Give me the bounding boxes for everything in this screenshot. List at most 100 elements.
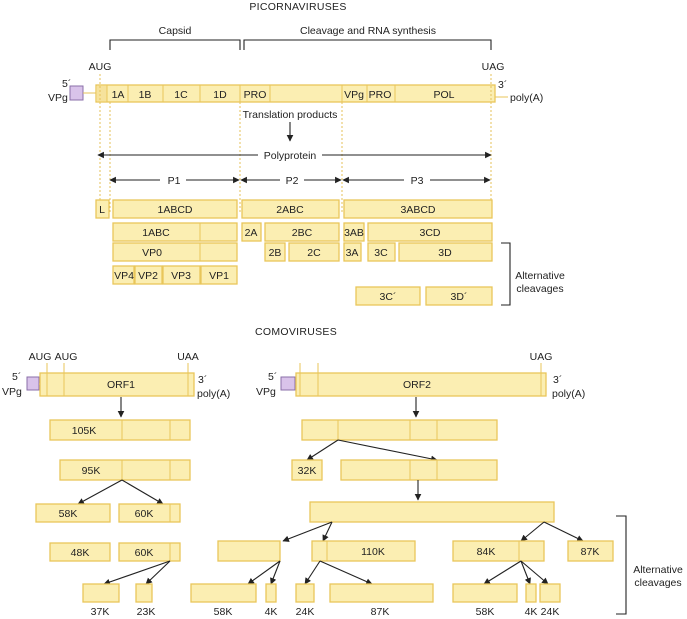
box-105k (49, 419, 191, 441)
label-24k-r1: 24K (296, 606, 315, 618)
label-3d-prime: 3D´ (451, 291, 468, 303)
label-1abc: 1ABC (142, 227, 170, 239)
label-48k: 48K (71, 547, 90, 559)
picorna-alt-line2: cleavages (516, 283, 563, 295)
box-58k-r1 (190, 583, 257, 603)
box-2a (241, 222, 262, 242)
box-3abcd (343, 199, 493, 219)
label-2abc: 2ABC (276, 204, 304, 216)
orf2-large-box (309, 501, 555, 523)
box-3ab (343, 222, 365, 242)
cleavage-bracket (243, 39, 492, 50)
genome-pro-3: PRO (369, 89, 392, 101)
label-3c-prime: 3C´ (380, 291, 397, 303)
picorna-5utr-shade (96, 86, 107, 101)
label-32k: 32K (298, 465, 317, 477)
comovirus-title: COMOVIRUSES (255, 326, 337, 338)
box-23k (135, 583, 153, 603)
box-vp0 (112, 242, 238, 262)
label-95k: 95K (82, 465, 101, 477)
box-vp4 (112, 265, 135, 285)
genome-1d: 1D (213, 89, 227, 101)
picorna-vpg: VPg (48, 92, 68, 104)
p1-label: P1 (168, 175, 181, 187)
polyprotein-label: Polyprotein (264, 150, 317, 162)
orf1-vpg-square (26, 376, 40, 391)
orf2-polya: poly(A) (552, 388, 585, 400)
picorna-uag-label: UAG (482, 61, 505, 73)
orf1-vpg: VPg (2, 386, 22, 398)
orf1-aug2: AUG (55, 351, 78, 363)
orf2-remainder-box (340, 459, 498, 481)
box-95k (59, 459, 191, 481)
box-2c (288, 242, 340, 262)
orf2-uag: UAG (530, 351, 553, 363)
label-2a: 2A (245, 227, 258, 239)
box-l (95, 199, 110, 219)
label-3d: 3D (438, 247, 452, 259)
box-1abcd (112, 199, 238, 219)
picorna-polya: poly(A) (510, 92, 543, 104)
label-l: L (99, 204, 105, 216)
label-60k-b: 60K (135, 547, 154, 559)
box-60k-a (118, 503, 181, 523)
box-3a (343, 242, 362, 262)
box-2bc (264, 222, 340, 242)
orf2-vpg-square (280, 376, 296, 391)
picorna-aug-label: AUG (89, 61, 112, 73)
orf1-aug1: AUG (29, 351, 52, 363)
label-58k-r1: 58K (214, 606, 233, 618)
box-58k-r2 (452, 583, 518, 603)
box-3d (398, 242, 493, 262)
box-37k (82, 583, 120, 603)
orf1-polya: poly(A) (197, 388, 230, 400)
picorna-alt-line1: Alternative (515, 270, 565, 282)
box-vp2 (134, 265, 163, 285)
genome-pro-2: PRO (244, 89, 267, 101)
p2-label: P2 (286, 175, 299, 187)
label-58k-left: 58K (59, 508, 78, 520)
label-3ab: 3AB (344, 227, 364, 239)
genome-vpg: VPg (344, 89, 364, 101)
orf2-vpg: VPg (256, 386, 276, 398)
box-24k-r1 (295, 583, 315, 603)
box-3c-prime (355, 286, 421, 306)
label-58k-r2: 58K (476, 606, 495, 618)
picorna-3prime: 3´ (498, 79, 507, 91)
orf1-genome-bar (39, 372, 195, 397)
label-60k-a: 60K (135, 508, 154, 520)
box-87k-a (567, 540, 614, 562)
orf2-fragment-box (217, 540, 281, 562)
genome-1b: 1B (139, 89, 152, 101)
picorna-alt-bracket (501, 242, 511, 306)
label-3cd: 3CD (419, 227, 440, 239)
box-1abc (112, 222, 238, 242)
label-vp2: VP2 (138, 270, 158, 282)
orf2-polyprotein-box (301, 419, 498, 441)
box-32k (291, 459, 323, 481)
orf1-5prime: 5´ (12, 371, 21, 383)
box-84k (452, 540, 545, 562)
label-vp4: VP4 (114, 270, 134, 282)
label-23k: 23K (137, 606, 156, 618)
picorna-5prime: 5´ (62, 78, 71, 90)
label-105k: 105K (72, 425, 97, 437)
box-87k-b (329, 583, 434, 603)
translation-products-label: Translation products (243, 109, 338, 121)
label-3a: 3A (346, 247, 359, 259)
label-110k: 110K (361, 546, 385, 558)
genome-1a: 1A (112, 89, 125, 101)
label-87k-b: 87K (371, 606, 390, 618)
orf1-3prime: 3´ (198, 374, 207, 386)
p3-label: P3 (411, 175, 424, 187)
label-37k: 37K (91, 606, 110, 618)
label-3c: 3C (374, 247, 388, 259)
genome-1c: 1C (174, 89, 188, 101)
label-2b: 2B (269, 247, 282, 259)
comovirus-alt-line1: Alternative (633, 564, 683, 576)
orf2-label: ORF2 (403, 379, 431, 391)
label-2bc: 2BC (292, 227, 313, 239)
box-3d-prime (425, 286, 493, 306)
box-3c (367, 242, 396, 262)
picorna-vpg-square (69, 85, 84, 101)
